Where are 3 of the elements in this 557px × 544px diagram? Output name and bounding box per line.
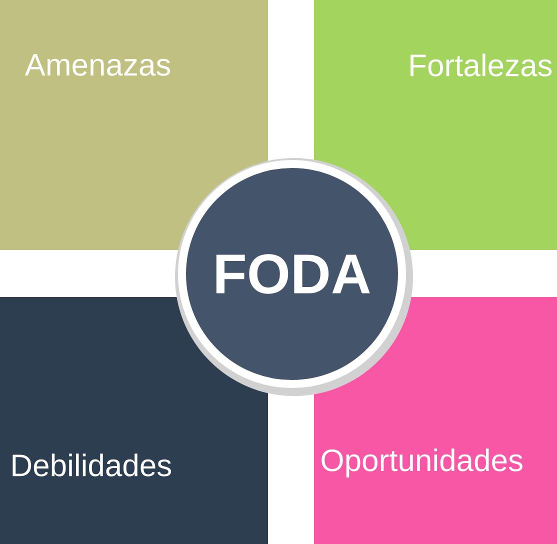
quadrant-box: Amenazas xyxy=(0,0,268,250)
quadrant-box: Fortalezas xyxy=(314,0,557,250)
quadrant-box: Debilidades xyxy=(0,297,268,544)
